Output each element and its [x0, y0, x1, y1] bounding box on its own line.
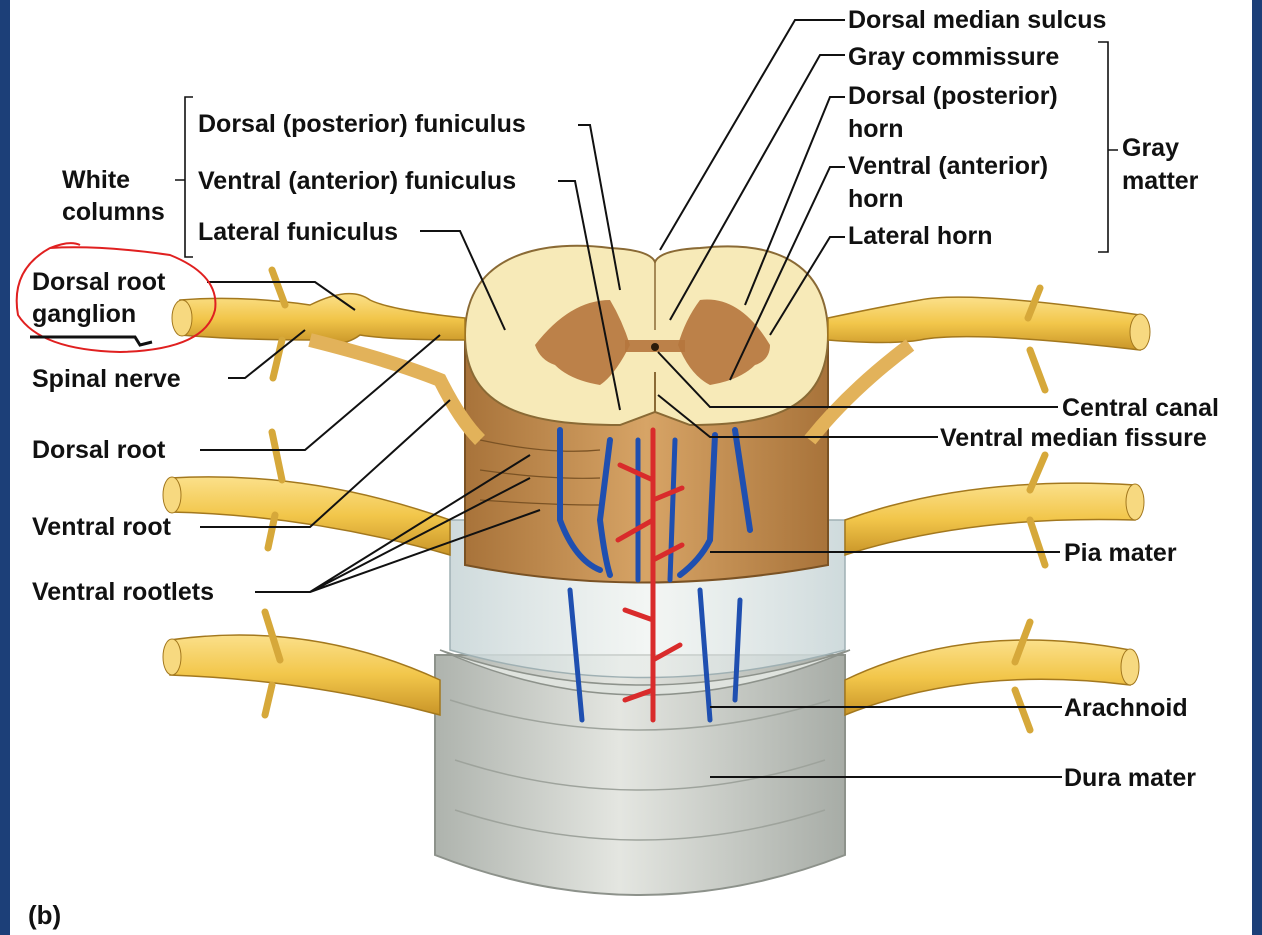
label-spinal-nerve: Spinal nerve	[32, 365, 181, 393]
label-central-canal: Central canal	[1062, 394, 1219, 422]
label-dorsal-median-sulcus: Dorsal median sulcus	[848, 6, 1106, 34]
label-ventral-horn-1: Ventral (anterior)	[848, 152, 1048, 180]
label-dorsal-funiculus: Dorsal (posterior) funiculus	[198, 110, 526, 138]
gray-matter-bracket	[1098, 41, 1118, 253]
label-lateral-horn: Lateral horn	[848, 222, 992, 250]
label-gray-commissure: Gray commissure	[848, 43, 1059, 71]
label-dorsal-horn-1: Dorsal (posterior)	[848, 82, 1058, 110]
label-gray-matter-1: Gray	[1122, 134, 1179, 162]
leader-lines	[200, 19, 1062, 778]
label-ventral-horn-2: horn	[848, 185, 904, 213]
label-pia-mater: Pia mater	[1064, 539, 1177, 567]
label-ventral-root: Ventral root	[32, 513, 172, 541]
cord-cross-section	[463, 244, 830, 427]
label-dorsal-root-ganglion-2: ganglion	[32, 300, 136, 328]
label-ventral-median-fissure: Ventral median fissure	[940, 424, 1207, 452]
dura-mater	[434, 654, 846, 896]
middle-spinal-nerves	[162, 428, 1145, 569]
blood-vessels	[557, 427, 753, 723]
white-columns-bracket	[175, 96, 193, 258]
label-white-columns-2: columns	[62, 198, 165, 226]
label-dura-mater: Dura mater	[1064, 764, 1196, 792]
label-arachnoid: Arachnoid	[1064, 694, 1188, 722]
label-ventral-funiculus: Ventral (anterior) funiculus	[198, 167, 516, 195]
handwritten-annotation	[15, 242, 217, 354]
label-dorsal-root: Dorsal root	[32, 436, 166, 464]
spinal-cord-illustration: Dorsal median sulcus Gray commissure Dor…	[15, 6, 1219, 930]
label-gray-matter-2: matter	[1122, 167, 1199, 195]
label-dorsal-root-ganglion-1: Dorsal root	[32, 268, 166, 296]
diagram-canvas: Dorsal median sulcus Gray commissure Dor…	[10, 0, 1252, 935]
panel-label: (b)	[28, 900, 61, 930]
label-white-columns-1: White	[62, 166, 130, 194]
labels: Dorsal median sulcus Gray commissure Dor…	[28, 6, 1219, 930]
upper-spinal-nerves	[171, 266, 1151, 445]
label-dorsal-horn-2: horn	[848, 115, 904, 143]
lower-spinal-nerves	[162, 608, 1140, 734]
label-ventral-rootlets: Ventral rootlets	[32, 578, 214, 606]
label-lateral-funiculus: Lateral funiculus	[198, 218, 398, 246]
